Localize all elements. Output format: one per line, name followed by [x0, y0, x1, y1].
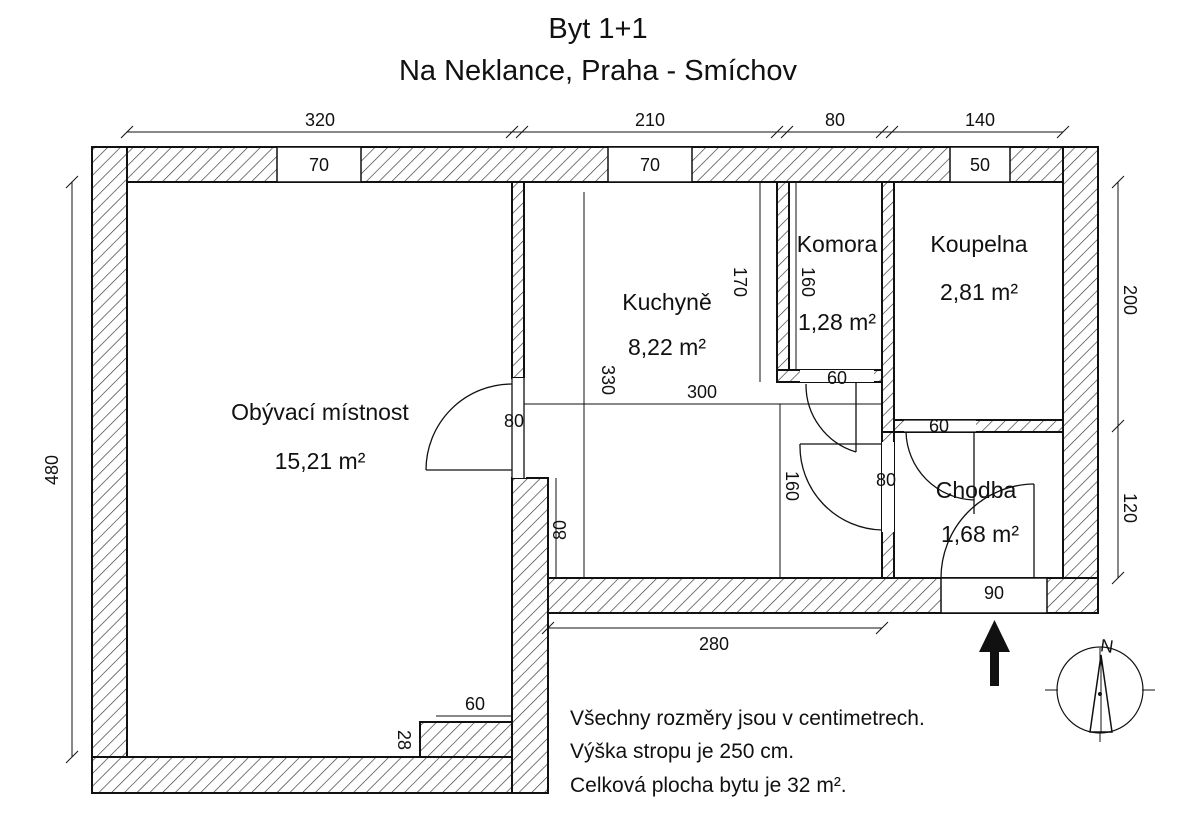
window-kitchen — [607, 146, 693, 183]
plan-title: Byt 1+1 — [548, 13, 647, 45]
room-storage-area: 1,28 m² — [798, 309, 876, 335]
dim-top-bath: 140 — [965, 110, 995, 130]
room-living-area: 15,21 m² — [275, 448, 366, 474]
room-hall-name: Chodba — [936, 477, 1017, 503]
compass-icon: N — [1045, 635, 1155, 742]
openings — [276, 146, 1048, 614]
bath-door-gap — [904, 420, 976, 432]
dim-notch-width: 60 — [465, 694, 485, 714]
dim-top-kitchen: 210 — [635, 110, 665, 130]
dim-hall: 160 — [782, 471, 802, 501]
dim-storage-height: 160 — [798, 267, 818, 297]
dim-window-kitchen: 70 — [640, 155, 660, 175]
dim-top-storage: 80 — [825, 110, 845, 130]
room-bath-area: 2,81 m² — [940, 279, 1018, 305]
dim-right-hall: 120 — [1120, 493, 1140, 523]
wall-right — [1062, 146, 1099, 614]
room-bath-name: Koupelna — [930, 231, 1027, 257]
dim-right-bath: 200 — [1120, 285, 1140, 315]
wall-storage-bath — [881, 181, 895, 433]
wall-notch — [419, 721, 513, 758]
dim-kitchen-height: 330 — [598, 365, 618, 395]
dim-entrance-door: 90 — [984, 583, 1004, 603]
room-living-name: Obývací místnost — [231, 399, 409, 425]
dim-bottom-kitchen: 280 — [699, 634, 729, 654]
walls — [91, 146, 1099, 794]
dim-kitchen-width: 300 — [687, 382, 717, 402]
room-storage-name: Komora — [797, 231, 878, 257]
dim-notch-height: 28 — [394, 730, 414, 750]
window-bath — [949, 146, 1011, 183]
wall-left — [91, 146, 128, 794]
entrance-arrow-icon — [979, 620, 1010, 686]
dimension-labels: 320 210 80 140 70 70 50 480 200 120 330 … — [42, 110, 1140, 750]
note-area: Celková plocha bytu je 32 m². — [570, 774, 847, 797]
wall-top — [91, 146, 1099, 183]
room-kitchen-name: Kuchyně — [622, 289, 712, 315]
dim-left-height: 480 — [42, 455, 62, 485]
dim-hall-door-left: 80 — [876, 470, 896, 490]
plan-subtitle: Na Neklance, Praha - Smíchov — [399, 55, 798, 87]
dim-kitchen-upper: 170 — [730, 267, 750, 297]
dim-living-door: 80 — [504, 411, 524, 431]
dim-top-living: 320 — [305, 110, 335, 130]
note-units: Všechny rozměry jsou v centimetrech. — [570, 707, 925, 730]
room-labels: Obývací místnost 15,21 m² Kuchyně 8,22 m… — [231, 231, 1028, 547]
wall-living-kitchen-lower — [511, 477, 549, 794]
note-ceiling: Výška stropu je 250 cm. — [570, 740, 794, 763]
dimension-lines — [65, 125, 1125, 764]
door-swings — [425, 382, 1035, 579]
room-hall-area: 1,68 m² — [941, 521, 1019, 547]
living-door-gap — [512, 378, 526, 478]
dim-kitchen-lower: 80 — [550, 520, 570, 540]
dim-window-living: 70 — [309, 155, 329, 175]
room-kitchen-area: 8,22 m² — [628, 334, 706, 360]
entrance-door-gap — [940, 577, 1048, 614]
compass-north-label: N — [1099, 635, 1115, 657]
wall-kitchen-storage — [776, 181, 790, 383]
dim-window-bath: 50 — [970, 155, 990, 175]
dim-bath-door: 60 — [929, 416, 949, 436]
storage-door-gap — [800, 370, 874, 382]
wall-bottom-living — [91, 756, 549, 794]
wall-living-kitchen-upper — [511, 181, 525, 379]
window-living — [276, 146, 362, 183]
dim-storage-door: 60 — [827, 368, 847, 388]
notes: Všechny rozměry jsou v centimetrech. Výš… — [570, 707, 925, 797]
hall-door-gap — [882, 442, 894, 532]
